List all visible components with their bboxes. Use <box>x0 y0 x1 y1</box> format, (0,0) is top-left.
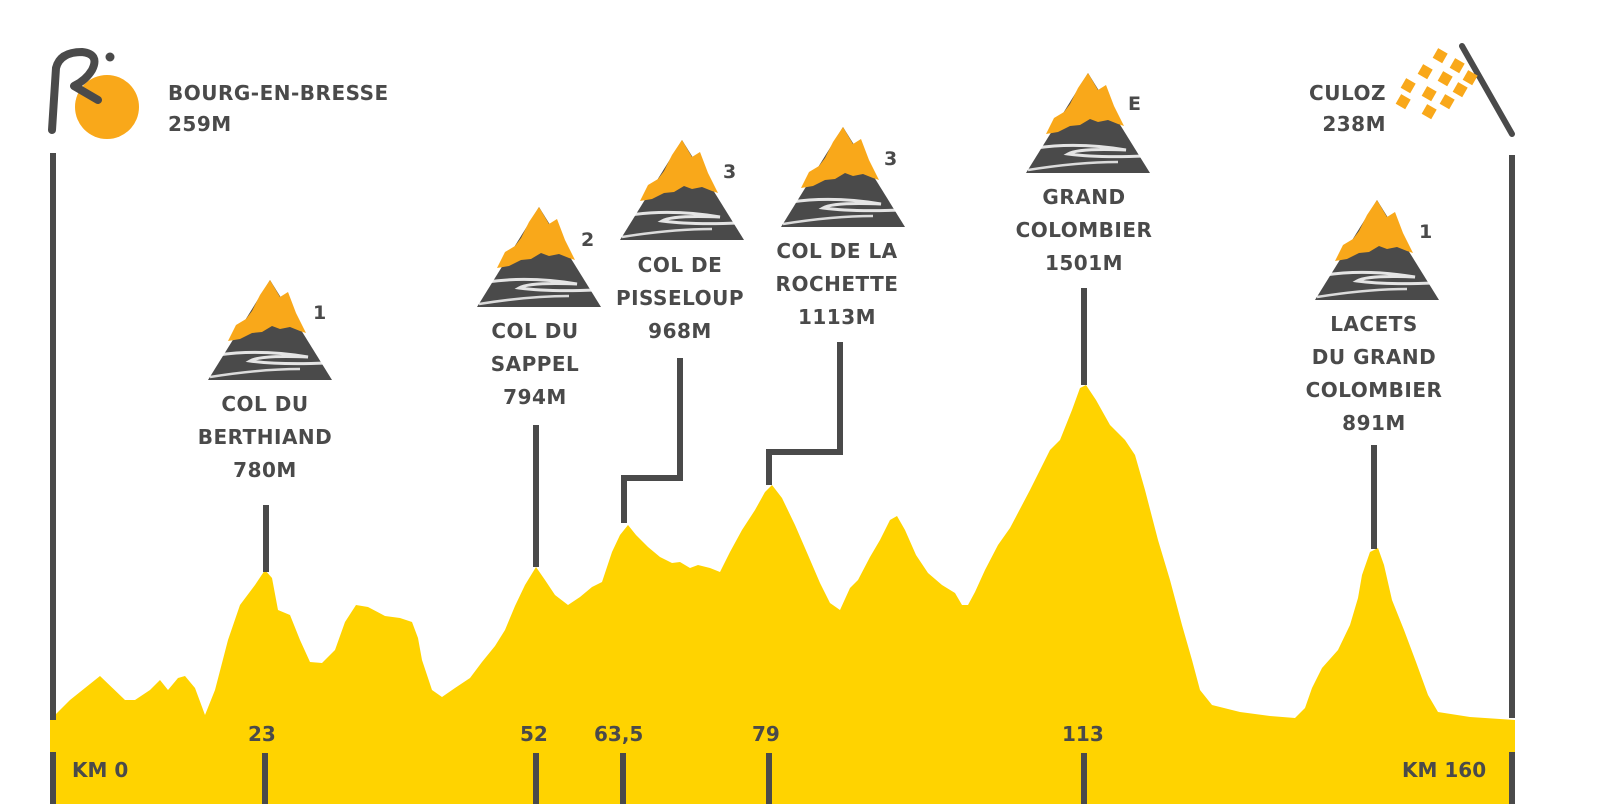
climb-name-line: COL DE LA <box>776 239 898 263</box>
climb-label-grand-colombier: GRAND COLOMBIER 1501M <box>994 181 1174 280</box>
climb-altitude: 891M <box>1342 411 1406 435</box>
leader-line-grand-colombier <box>1081 288 1087 385</box>
km-label: 63,5 <box>594 722 644 746</box>
start-post-lower <box>50 752 56 804</box>
climb-name-line: COLOMBIER <box>1305 378 1443 402</box>
start-altitude: 259M <box>168 112 232 136</box>
leader-line-sappel <box>533 425 539 567</box>
climb-name-line: LACETS <box>1330 312 1418 336</box>
climb-label-berthiand: COL DU BERTHIAND 780M <box>180 388 350 487</box>
mountain-cat1-icon <box>1313 198 1441 302</box>
leader-line-berthiand <box>263 505 269 572</box>
climb-altitude: 1113M <box>797 305 877 329</box>
climb-altitude: 780M <box>233 458 297 482</box>
km-label: 79 <box>752 722 780 746</box>
category-badge: 3 <box>884 148 898 170</box>
climb-name-line: GRAND <box>1042 185 1126 209</box>
start-post-upper <box>50 153 56 720</box>
mountain-cat3-icon <box>618 138 746 242</box>
km-tick-63-5 <box>620 753 626 804</box>
climb-altitude: 1501M <box>1044 251 1124 275</box>
km-tick-113 <box>1081 753 1087 804</box>
leader-line-lacets <box>1371 445 1377 549</box>
mountain-cat2-icon <box>475 205 603 309</box>
category-badge: 2 <box>581 229 595 251</box>
finish-name: CULOZ <box>1309 81 1386 105</box>
climb-name-line: COL DU <box>221 392 309 416</box>
category-badge: 1 <box>313 302 327 324</box>
km-tick-23 <box>262 753 268 804</box>
finish-post-upper <box>1509 155 1515 718</box>
climb-name-line: BERTHIAND <box>197 425 333 449</box>
category-badge: 1 <box>1419 221 1433 243</box>
climb-label-pisseloup: COL DE PISSELOUP 968M <box>595 249 765 348</box>
climb-label-rochette: COL DE LA ROCHETTE 1113M <box>752 235 922 334</box>
elevation-area <box>50 385 1515 804</box>
category-badge: E <box>1128 93 1141 115</box>
mountain-cat3-icon <box>779 125 907 229</box>
climb-altitude: 968M <box>648 319 712 343</box>
climb-name-line: SAPPEL <box>490 352 580 376</box>
km-tick-52 <box>533 753 539 804</box>
km-tick-79 <box>766 753 772 804</box>
checkered-flag-icon <box>1395 43 1515 137</box>
climb-name-line: COL DE <box>637 253 723 277</box>
leader-line-rochette <box>766 342 843 485</box>
cyclist-logo-icon <box>48 48 139 139</box>
finish-altitude: 238M <box>1322 112 1386 136</box>
climb-name-line: PISSELOUP <box>615 286 745 310</box>
finish-post-lower <box>1509 752 1515 804</box>
climb-label-lacets: LACETS DU GRAND COLOMBIER 891M <box>1284 308 1464 440</box>
km-label: 113 <box>1062 722 1104 746</box>
climb-name-line: COL DU <box>491 319 579 343</box>
mountain-cat1-icon <box>206 278 334 382</box>
climb-altitude: 794M <box>503 385 567 409</box>
km-label-finish: KM 160 <box>1402 758 1487 782</box>
climb-label-sappel: COL DU SAPPEL 794M <box>450 315 620 414</box>
km-label: 52 <box>520 722 548 746</box>
category-badge: 3 <box>723 161 737 183</box>
start-label: BOURG-EN-BRESSE 259M <box>168 78 389 140</box>
start-name: BOURG-EN-BRESSE <box>168 81 389 105</box>
finish-label: CULOZ 238M <box>1290 78 1386 140</box>
km-label-start: KM 0 <box>72 758 129 782</box>
mountain-catE-icon <box>1024 71 1152 175</box>
leader-line-pisseloup <box>621 358 683 523</box>
climb-name-line: DU GRAND <box>1311 345 1437 369</box>
climb-name-line: ROCHETTE <box>775 272 899 296</box>
climb-name-line: COLOMBIER <box>1015 218 1153 242</box>
km-label: 23 <box>248 722 276 746</box>
